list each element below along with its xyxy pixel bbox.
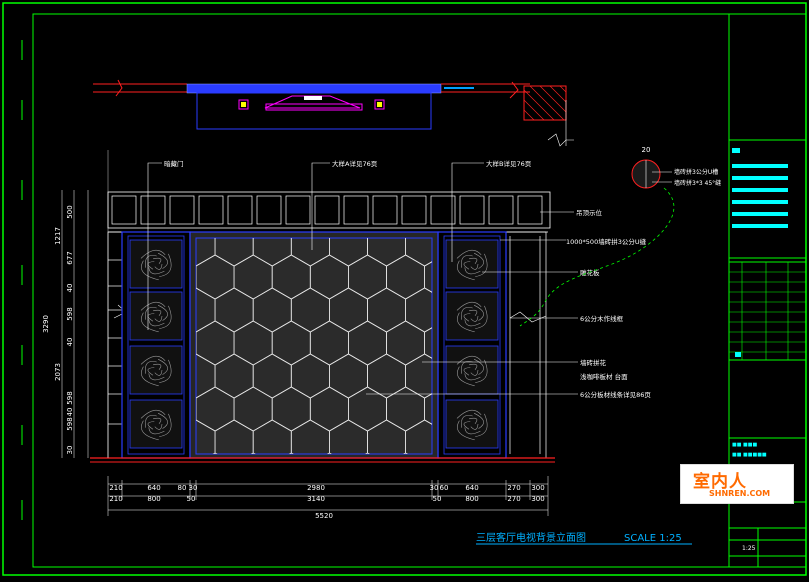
detail-marker: 20 墙砖拼3公分U槽 墙砖拼3*3 45°缝 bbox=[519, 146, 721, 327]
carved-panel bbox=[129, 345, 183, 395]
watermark-logo: 室内人 SHNREN.COM bbox=[680, 464, 794, 504]
carved-panel bbox=[129, 399, 183, 449]
dim-left-label: 598 bbox=[66, 307, 74, 320]
carved-ornament bbox=[140, 409, 172, 441]
title-block-row2: ■■ ■■■■■ bbox=[732, 452, 767, 458]
callout-labels: 暗藏门 大样A详见76页 大样B详见76页 吊顶示位 1000*500墙砖拼3公… bbox=[164, 159, 651, 399]
dim-left-label: 598 bbox=[66, 391, 74, 404]
drawing-title: 三层客厅电视背景立面图 SCALE 1:25 bbox=[476, 531, 692, 545]
dim-bottom-row1: 640 bbox=[465, 484, 478, 492]
dim-left-label: 1217 bbox=[54, 227, 62, 245]
dim-left-label: 40 bbox=[66, 284, 74, 293]
dim-bottom-row2: 3140 bbox=[307, 495, 325, 503]
dim-bottom-row1: 80 bbox=[178, 484, 187, 492]
leader-lines bbox=[147, 162, 578, 395]
callout-ceiling-line: 吊顶示位 bbox=[576, 208, 603, 217]
callout-carved-panel: 雕花板 bbox=[580, 268, 600, 277]
callout-detail-b: 大样B详见76页 bbox=[486, 159, 532, 168]
carved-panel bbox=[445, 239, 499, 289]
callout-tile-hex: 墙砖拼花 bbox=[580, 358, 607, 367]
carved-ornament bbox=[456, 409, 488, 441]
dim-left-label: 598 bbox=[66, 417, 74, 430]
detail-text-a1: 墙砖拼3公分U槽 bbox=[674, 168, 718, 176]
dim-left-label: 30 bbox=[66, 446, 74, 455]
dim-bottom-row1: 270 bbox=[507, 484, 520, 492]
carved-panel bbox=[129, 239, 183, 289]
dim-left-label: 677 bbox=[66, 251, 74, 264]
dim-bottom-row2: 800 bbox=[465, 495, 478, 503]
hex-tile bbox=[405, 419, 432, 454]
dim-bottom-row1: 60 bbox=[440, 484, 449, 492]
carved-panel bbox=[445, 291, 499, 341]
callout-tile-joint: 1000*500墙砖拼3公分U缝 bbox=[566, 237, 647, 246]
dim-bottom-row1: 30 bbox=[430, 484, 439, 492]
title-block-scale: 1:25 bbox=[742, 545, 756, 552]
dim-left-label: 2073 bbox=[54, 363, 62, 381]
inner-frame bbox=[32, 13, 730, 568]
elevation-body bbox=[90, 150, 555, 463]
dim-left-label: 3290 bbox=[42, 315, 50, 333]
watermark-en: SHNREN.COM bbox=[709, 489, 771, 498]
dim-bottom-row2: 300 bbox=[531, 495, 544, 503]
dim-bottom-row1: 2980 bbox=[307, 484, 325, 492]
carved-ornament bbox=[140, 355, 172, 387]
detail-marker-label: 20 bbox=[642, 146, 651, 154]
callout-wood-trim: 6公分木作线框 bbox=[580, 314, 624, 323]
dim-bottom-row2: 50 bbox=[187, 495, 196, 503]
drawing-title-text: 三层客厅电视背景立面图 bbox=[476, 531, 586, 544]
ceiling-section bbox=[93, 79, 574, 147]
dim-bottom-row2: 50 bbox=[433, 495, 442, 503]
carved-panels bbox=[129, 239, 499, 449]
dim-bottom-row1: 640 bbox=[147, 484, 160, 492]
detail-text-a2: 墙砖拼3*3 45°缝 bbox=[674, 179, 721, 187]
carved-panel bbox=[445, 345, 499, 395]
dim-bottom-row1: 300 bbox=[531, 484, 544, 492]
callout-board-detail: 6公分板材线条详见86页 bbox=[580, 390, 651, 399]
watermark-cn: 室内人 bbox=[693, 472, 747, 492]
dim-bottom-row1: 30 bbox=[189, 484, 198, 492]
dim-total: 5520 bbox=[315, 512, 333, 520]
dim-bottom-row2: 210 bbox=[109, 495, 122, 503]
carved-ornament bbox=[456, 301, 488, 333]
drawing-scale-text: SCALE 1:25 bbox=[624, 533, 682, 544]
callout-stone-edge: 浅咖啡板材 台面 bbox=[580, 372, 628, 381]
title-block-row1: ■■ ■■■ bbox=[732, 442, 757, 448]
dim-left-label: 40 bbox=[66, 338, 74, 347]
dim-left-label: 500 bbox=[66, 205, 74, 218]
dim-bottom-row2: 800 bbox=[147, 495, 160, 503]
carved-panel bbox=[129, 291, 183, 341]
callout-detail-a: 大样A详见76页 bbox=[332, 159, 378, 168]
carved-panel bbox=[445, 399, 499, 449]
dim-bottom-row2: 270 bbox=[507, 495, 520, 503]
hex-tile-pattern bbox=[196, 238, 432, 454]
dim-left-label: 40 bbox=[66, 408, 74, 417]
dim-bottom-row1: 210 bbox=[109, 484, 122, 492]
carved-ornament bbox=[456, 355, 488, 387]
callout-dark-door: 暗藏门 bbox=[164, 159, 184, 168]
carved-ornament bbox=[456, 249, 488, 281]
